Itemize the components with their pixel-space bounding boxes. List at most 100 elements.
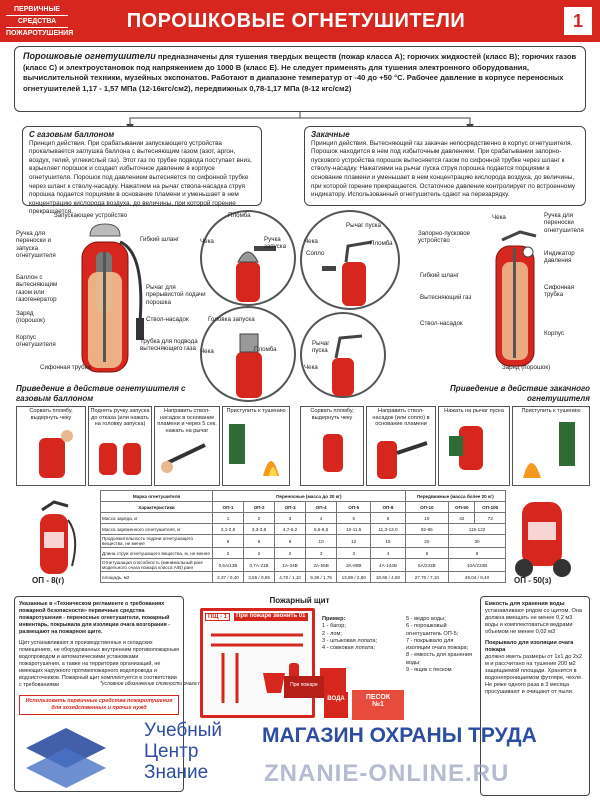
table-cell: 18,66 / 4,50 <box>370 571 406 583</box>
step-text: Направить ствол-насадок (или сопло) в ос… <box>372 408 430 428</box>
regulation-p1: Указанные в «Техническом регламенте о тр… <box>19 601 171 635</box>
table-cell: 46,04 / 8,40 <box>448 571 506 583</box>
table-header: ОП-10 <box>404 501 450 513</box>
specs-table: Марка огнетушителя Переносные (масса до … <box>100 490 507 583</box>
label-lever: Рычаг для прерывистой подачи порошка <box>146 284 206 306</box>
table-cell: 5,6-6,5 <box>305 523 338 535</box>
water-tank-label: ВОДА <box>327 696 345 702</box>
table-header: ОП-3 <box>274 501 307 513</box>
legend-item: 7 - покрывало для изоляции очага пожара; <box>406 637 469 652</box>
step-pump-4: Приступить к тушению <box>512 406 590 486</box>
table-header: ОП-50 <box>448 501 476 513</box>
table-cell: 9,36 / 1,75 <box>305 571 338 583</box>
pump-box-text: Принцип действия. Вытесняющий газ закача… <box>311 139 576 199</box>
table-cell: 4 <box>370 547 406 559</box>
label-valve: Запорно-пусковое устройство <box>418 230 471 245</box>
circle-label: Пломба <box>370 240 393 247</box>
gas-box-title: С газовым баллоном <box>29 130 115 139</box>
table-cell: 6А/233В <box>404 558 450 572</box>
gas-box-text: Принцип действия. При срабатывании запус… <box>29 139 252 216</box>
stored-pressure-box: Закачные Принцип действия. Вытесняющий г… <box>304 126 586 206</box>
step-text: Поднять ручку запуска до отказа (или наж… <box>90 408 150 428</box>
circle-label: Пломба <box>254 346 277 353</box>
table-cell: Огнетушащая способность (минимальный ран… <box>100 558 213 572</box>
label-nozzle: Ствол-насадок <box>420 320 463 327</box>
legend-item: 8 - емкость для хранения воды; <box>406 652 473 666</box>
detail-circle-bottom-left <box>200 306 296 402</box>
label-nozzle: Ствол-насадок <box>146 316 189 323</box>
shield-board: ПЩ - 1 При пожаре звонить 01 <box>200 608 315 718</box>
table-header: Переносные (масса до 20 кг) <box>212 490 406 502</box>
table-cell: 4,70 / 1,10 <box>274 571 307 583</box>
table-header: ОП-5 <box>336 501 372 513</box>
label-charge: Заряд (порошок) <box>16 310 45 325</box>
step-illustration <box>229 423 279 476</box>
label-body: Корпус <box>544 330 564 337</box>
table-cell: 42 <box>448 512 476 524</box>
intro-box: Порошковые огнетушители предназначены дл… <box>14 46 586 112</box>
table-cell: 72 <box>474 512 506 524</box>
label-hose: Гибкий шланг <box>420 272 460 279</box>
table-cell: Продолжительность подачи огнетушащего ве… <box>100 534 213 548</box>
legend-right: 5 - ведро воды; 6 - порошковый огнетушит… <box>406 616 478 674</box>
gas-cylinder-box: С газовым баллоном Принцип действия. При… <box>22 126 262 215</box>
table-cell: 4,7-5,2 <box>274 523 307 535</box>
legend-title: Пример: <box>322 616 346 622</box>
extinguisher-op50-image <box>515 502 571 577</box>
legend-item: 5 - ведро воды; <box>406 616 446 622</box>
table-cell: 82-85 <box>404 523 450 535</box>
table-cell: 8 <box>370 512 406 524</box>
table-header-row: Марка огнетушителя Переносные (масса до … <box>100 490 507 502</box>
header: ПЕРВИЧНЫЕ СРЕДСТВА ПОЖАРОТУШЕНИЯ ПОРОШКО… <box>0 0 600 42</box>
table-cell: 2 <box>243 547 276 559</box>
step-illustration <box>323 434 343 473</box>
table-cell: 1А-34В <box>274 558 307 572</box>
table-cell: 10 <box>404 512 450 524</box>
table-cell: 10А/233В <box>448 558 506 572</box>
label-gas: Вытесняющий газ <box>420 294 472 301</box>
step-gas-2: Поднять ручку запуска до отказа (или наж… <box>88 406 152 486</box>
step-text: Сорвать пломбу, выдернуть чеку <box>29 408 73 421</box>
label-siphon: Сифонная трубка <box>40 364 91 371</box>
table-cell: 6 <box>243 534 276 548</box>
table-header: Характеристики <box>100 501 213 513</box>
circle-label: Сопло <box>306 250 325 257</box>
table-cell: 115-122 <box>448 523 506 535</box>
step-gas-3: Направить ствол-насадок в основание плам… <box>154 406 220 486</box>
table-cell: 15 <box>370 534 406 548</box>
shop-name: МАГАЗИН ОХРАНЫ ТРУДА <box>262 724 537 747</box>
label-gas-cylinder: Баллон с вытесняющим газом или газогенер… <box>16 274 58 304</box>
legend-item: 1 - багор; <box>322 623 346 630</box>
circle-label: Чека <box>200 238 214 245</box>
fire-shield-section: Пожарный щит ПЩ - 1 При пожаре звонить 0… <box>192 596 407 796</box>
website-link[interactable]: ZNANIE-ONLINE.RU <box>264 760 510 787</box>
tag-line: СРЕДСТВА <box>6 16 68 28</box>
brand-line: Учебный <box>144 720 222 741</box>
circle-label: Чека <box>304 364 318 371</box>
brand-line: Центр <box>144 741 199 762</box>
legend-item: 4 - совковая лопата; <box>322 645 375 652</box>
legend-item: 9 - ящик с песком <box>406 667 452 674</box>
step-text: Направить ствол-насадок в основание плам… <box>157 408 217 434</box>
blanket-text: должно иметь размеры от 1х1 до 2х2 м и р… <box>485 654 583 695</box>
circle-label: Чека <box>200 348 214 355</box>
step-gas-4: Приступить к тушению <box>222 406 290 486</box>
table-cell: 2 <box>274 547 307 559</box>
legend-item: 3 - штыковая лопата; <box>322 637 377 644</box>
table-cell: 3 <box>336 547 372 559</box>
step-gas-1: Сорвать пломбу, выдернуть чеку <box>16 406 86 486</box>
steps-pump-title: Приведение в действие закачного огнетуши… <box>450 384 590 403</box>
table-cell: 0,7А-21В <box>243 558 276 572</box>
water-title: Емкость для хранения воды <box>485 601 565 607</box>
table-cell: 10 <box>305 534 338 548</box>
legend-item: 6 - порошковый огнетушитель ОП-5; <box>406 623 459 637</box>
step-illustration <box>523 421 575 478</box>
table-cell: 3А-89В <box>336 558 372 572</box>
water-text: устанавливают рядом со щитом. Она должна… <box>485 608 582 635</box>
table-header: ОП-2 <box>243 501 276 513</box>
table-cell: 2А-55В <box>305 558 338 572</box>
step-text: Нажать на рычаг пуска <box>444 408 504 414</box>
table-header: ОП-100 <box>474 501 506 513</box>
